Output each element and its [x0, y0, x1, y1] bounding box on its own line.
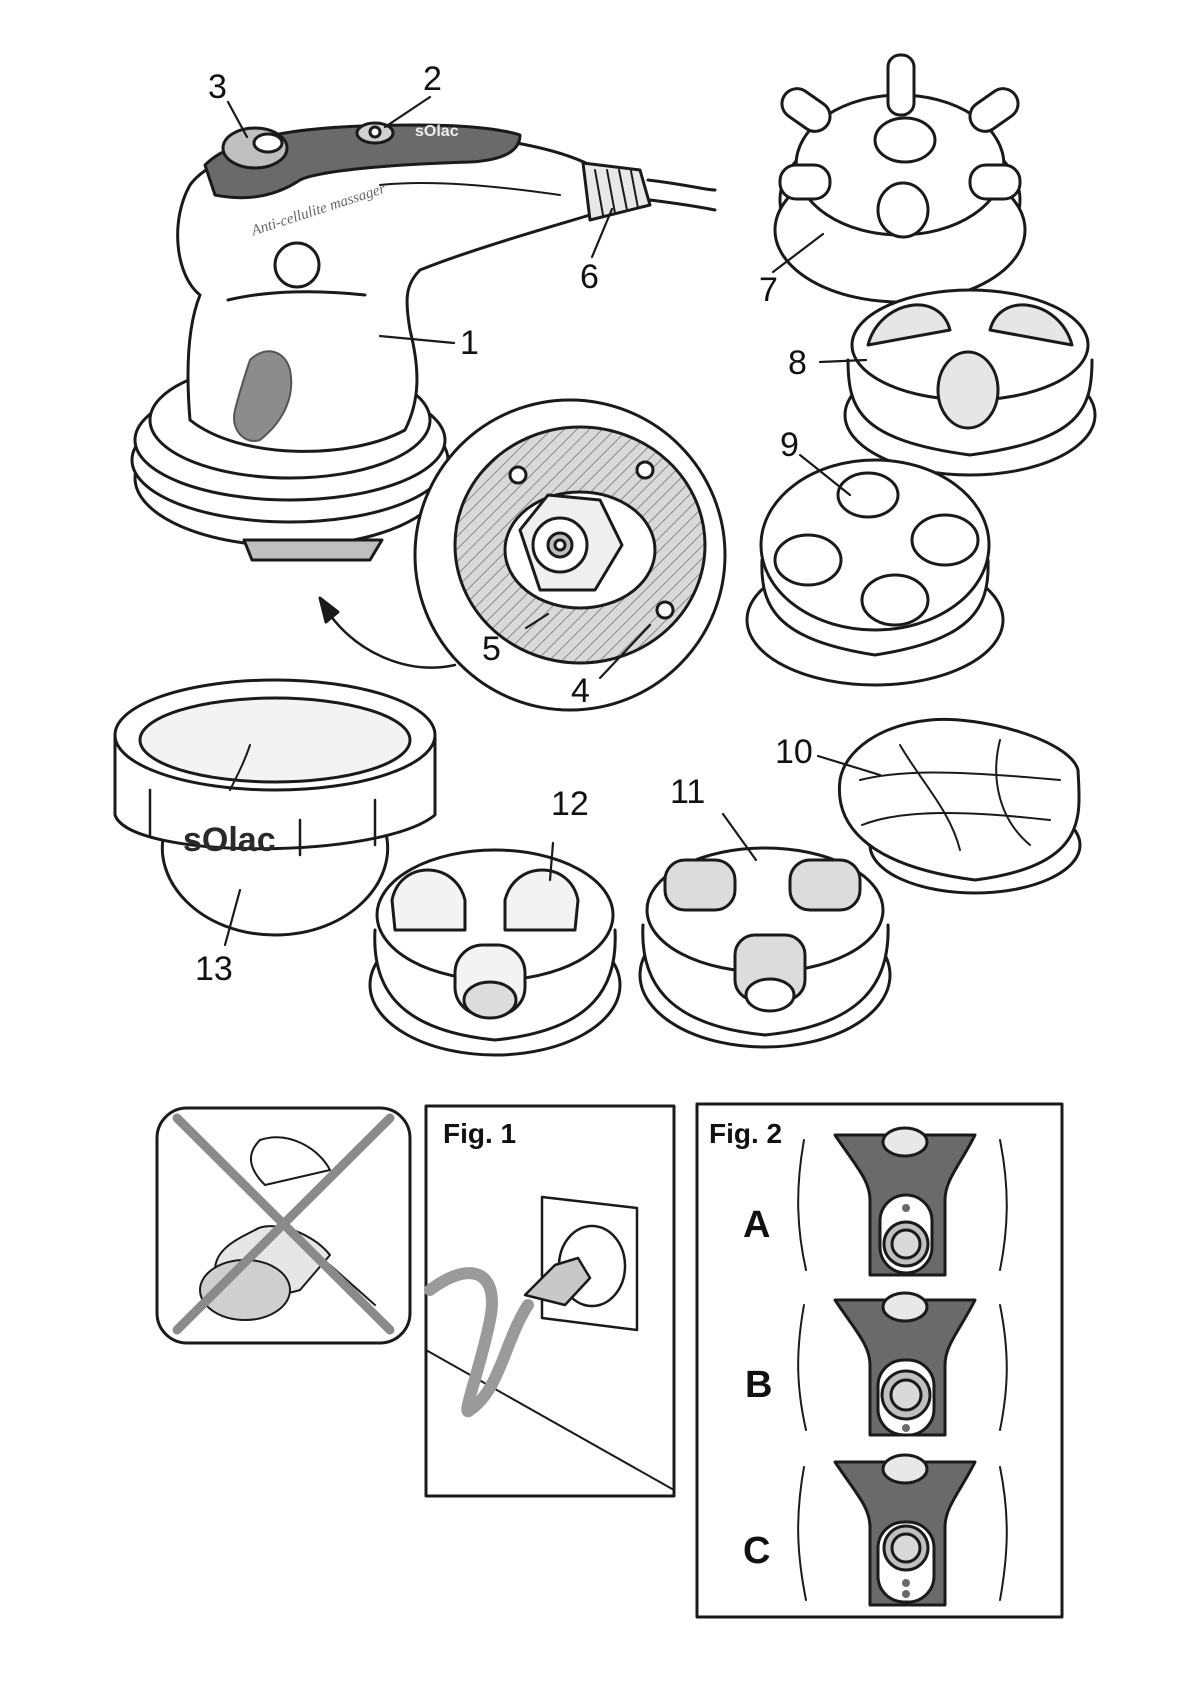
warning-panel — [157, 1108, 410, 1343]
callout-13: 13 — [195, 952, 233, 986]
callout-2: 2 — [423, 62, 442, 96]
callout-1: 1 — [460, 326, 479, 360]
callout-10: 10 — [775, 735, 813, 769]
attachment-11 — [640, 848, 890, 1047]
callout-11: 11 — [670, 775, 705, 809]
callout-12: 12 — [551, 787, 589, 821]
callout-8: 8 — [788, 346, 807, 380]
attachment-7 — [775, 55, 1025, 302]
fig1-title: Fig. 1 — [443, 1120, 516, 1148]
callout-4: 4 — [571, 674, 590, 708]
callout-3: 3 — [208, 70, 227, 104]
brand-logo-on-strip: sOlac — [415, 124, 459, 140]
attachment-8 — [845, 290, 1095, 475]
fig2-label-c: C — [743, 1532, 770, 1570]
fig1-panel — [426, 1106, 674, 1496]
fig2-title: Fig. 2 — [709, 1120, 782, 1148]
callout-5: 5 — [482, 632, 501, 666]
callout-9: 9 — [780, 428, 799, 462]
callout-6: 6 — [580, 260, 599, 294]
fig2-label-a: A — [743, 1206, 770, 1244]
attachment-9 — [747, 460, 1003, 685]
attachment-12 — [370, 850, 620, 1055]
fig2-label-b: B — [745, 1366, 772, 1404]
brand-logo-on-ring: sOlac — [183, 823, 276, 857]
attachment-10 — [839, 719, 1080, 893]
callout-7: 7 — [759, 273, 778, 307]
